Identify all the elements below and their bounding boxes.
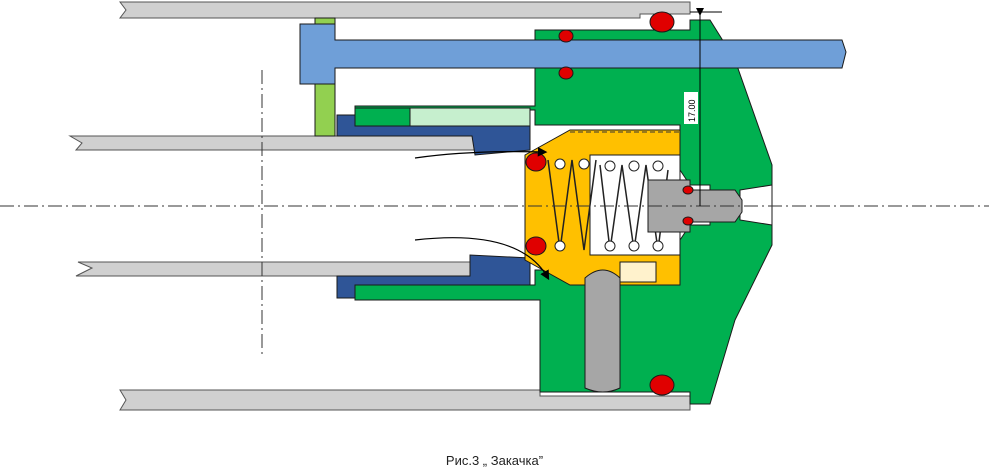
piston-rod <box>299 23 847 85</box>
outer-tube-top <box>119 1 691 19</box>
cream-block <box>619 261 657 283</box>
spring-coil-end <box>554 158 566 170</box>
pin <box>584 269 621 393</box>
spring-coil-end <box>652 160 664 172</box>
outer-tube-bottom <box>119 389 691 411</box>
seal-poppet-top <box>682 185 694 195</box>
seal-valve-top <box>525 152 547 172</box>
spring-coil-end <box>652 240 664 252</box>
insert-strip <box>409 107 531 127</box>
sleeve-bottom <box>336 254 531 299</box>
insert-strip-dark <box>354 107 411 127</box>
seal-rod-top <box>558 29 574 43</box>
seal-oring-bottom <box>649 374 675 396</box>
spring-coil-end <box>578 158 590 170</box>
spring-coil-end <box>604 160 616 172</box>
spring-coil-end <box>628 160 640 172</box>
flow-arrow-bottom <box>414 237 550 281</box>
spring-coil-end <box>604 240 616 252</box>
seal-oring-top <box>649 11 675 33</box>
spring-coil-end <box>554 240 566 252</box>
flow-arrow-top <box>414 147 548 159</box>
figure-caption: Рис.3 „ Закачка” <box>445 453 544 468</box>
dimension-label: 17.00 <box>687 99 697 122</box>
inner-rod-top <box>68 135 481 151</box>
seal-valve-bottom <box>525 236 547 256</box>
seal-rod-bottom <box>558 66 574 80</box>
inner-rod-bottom <box>75 261 481 277</box>
nose-tip <box>739 184 773 226</box>
spring-outer <box>547 159 597 251</box>
dimension-label-bg <box>684 92 698 124</box>
seal-poppet-bottom <box>682 216 694 226</box>
sleeve-top <box>336 114 531 156</box>
spring-coil-end <box>628 240 640 252</box>
